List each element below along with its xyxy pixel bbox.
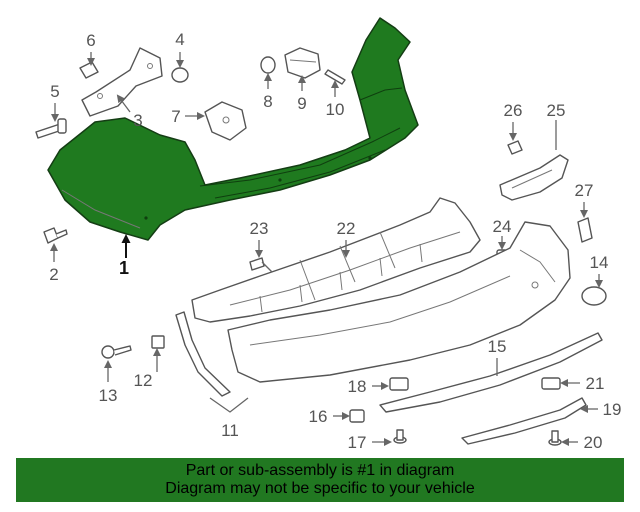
label-part-17: 17 (348, 433, 367, 452)
label-part-10: 10 (326, 100, 345, 119)
bolt-part-10[interactable] (324, 69, 346, 85)
label-part-12: 12 (134, 371, 153, 390)
label-part-14: 14 (590, 253, 609, 272)
label-part-24: 24 (493, 217, 512, 236)
screw-part-20[interactable] (548, 430, 562, 446)
label-part-19: 19 (603, 400, 622, 419)
label-part-7: 7 (171, 107, 180, 126)
label-part-9: 9 (297, 94, 306, 113)
label-part-16: 16 (309, 407, 328, 426)
leader-lines (50, 52, 603, 446)
label-part-18: 18 (348, 377, 367, 396)
label-part-6: 6 (86, 31, 95, 50)
label-part-15: 15 (488, 337, 507, 356)
clip-part-27[interactable] (577, 217, 593, 243)
parts-diagram: 1 2 3 4 5 6 7 8 9 10 11 12 13 14 15 16 1… (35, 17, 621, 452)
label-part-8: 8 (263, 92, 272, 111)
screw-part-17[interactable] (393, 429, 407, 444)
bumper-cover-part-1[interactable] (47, 17, 419, 241)
cap-part-14[interactable] (581, 286, 607, 306)
label-part-25: 25 (547, 101, 566, 120)
label-part-22: 22 (337, 219, 356, 238)
lower-strip-part-19[interactable] (461, 397, 587, 445)
label-part-3: 3 (133, 111, 142, 130)
part-labels: 1 2 3 4 5 6 7 8 9 10 11 12 13 14 15 16 1… (49, 30, 621, 452)
label-part-21: 21 (586, 374, 605, 393)
label-part-4: 4 (175, 30, 184, 49)
label-part-20: 20 (584, 433, 603, 452)
bolt-part-13[interactable] (101, 345, 132, 359)
plug-part-8[interactable] (260, 56, 276, 74)
info-banner: Part or sub-assembly is #1 in diagram Di… (16, 458, 624, 502)
bracket-part-3[interactable] (81, 47, 163, 117)
bolt-part-5[interactable] (35, 118, 67, 139)
label-part-27: 27 (575, 181, 594, 200)
bolt-part-2[interactable] (43, 227, 68, 244)
label-part-11: 11 (221, 421, 239, 440)
diffuser-part-15[interactable] (379, 332, 603, 413)
clip-part-18[interactable] (389, 377, 409, 391)
lower-bumper-cover[interactable] (227, 221, 571, 383)
screw-part-26[interactable] (507, 140, 523, 155)
retainer-part-9[interactable] (284, 47, 321, 79)
lamp-part-25[interactable] (499, 154, 569, 201)
label-part-13: 13 (99, 386, 118, 405)
bracket-part-7[interactable] (204, 101, 247, 141)
bolt-part-23[interactable] (249, 257, 273, 273)
label-part-26: 26 (504, 101, 523, 120)
label-part-2: 2 (49, 265, 58, 284)
energy-absorber-part-22[interactable] (191, 197, 481, 323)
banner-line-part-info: Part or sub-assembly is #1 in diagram (185, 462, 455, 479)
clip-part-6[interactable] (79, 61, 99, 79)
clip-part-16[interactable] (349, 409, 365, 423)
side-bracket-part-11[interactable] (175, 311, 231, 397)
clip-part-21[interactable] (541, 377, 561, 390)
nut-part-12[interactable] (151, 335, 165, 349)
label-part-23: 23 (250, 219, 269, 238)
label-part-5: 5 (50, 82, 59, 101)
banner-line-disclaimer: Diagram may not be specific to your vehi… (165, 480, 475, 497)
grommet-part-4[interactable] (171, 67, 189, 83)
label-part-1: 1 (119, 258, 129, 278)
